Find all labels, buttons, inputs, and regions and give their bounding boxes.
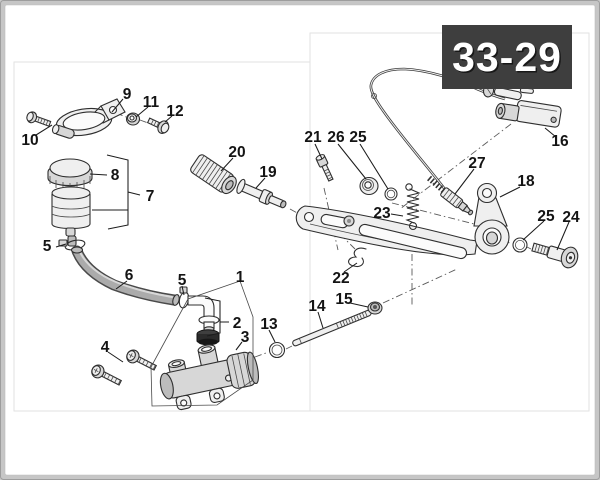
callout-9: 9 — [123, 86, 132, 103]
bracket-2 — [204, 297, 229, 337]
callout-2: 2 — [233, 315, 242, 332]
part-19-pin — [236, 178, 287, 209]
part-27-cable-adjuster — [427, 175, 474, 216]
callout-27: 27 — [468, 155, 485, 172]
part-4-bolts — [91, 349, 158, 386]
part-13-o-ring — [268, 341, 286, 359]
page-number-badge: 33-29 33-29 — [442, 25, 572, 89]
part-15-nut — [367, 301, 383, 315]
callout-13: 13 — [260, 316, 278, 333]
callout-12: 12 — [166, 103, 183, 120]
part-23-spring — [405, 183, 421, 231]
callout-8: 8 — [111, 167, 120, 184]
part-21-bolt — [315, 154, 334, 182]
callout-10: 10 — [21, 132, 38, 149]
part-16-stop-switch — [495, 100, 562, 128]
part-20-pedal-rubber — [190, 154, 237, 195]
part-2-elbow-fitting — [187, 295, 220, 346]
switch-cable — [369, 67, 506, 193]
leader-lines — [35, 98, 570, 363]
bracket-7 — [92, 154, 141, 230]
part-26-washer — [359, 176, 379, 196]
part-7-reservoir — [51, 186, 91, 247]
badge-background — [442, 25, 572, 89]
part-22-clip — [348, 247, 367, 267]
group-outline-1 — [150, 280, 254, 407]
callout-1: 1 — [236, 269, 245, 286]
part-25-o-ring-lower — [512, 237, 528, 253]
callouts: 10 9 11 12 8 7 5 6 5 1 2 3 4 13 14 15 20… — [21, 86, 580, 356]
callout-18: 18 — [517, 173, 535, 190]
callout-5b: 5 — [178, 272, 187, 289]
part-3-end-cap — [226, 351, 259, 389]
callout-24: 24 — [562, 209, 580, 226]
badge-text-shadow: 33-29 — [454, 36, 564, 82]
part-12-bolt — [146, 117, 170, 134]
callout-4: 4 — [101, 339, 110, 356]
callout-23: 23 — [373, 205, 391, 222]
badge-text: 33-29 — [452, 34, 562, 80]
part-1-master-cylinder — [159, 344, 259, 411]
part-11-washer — [125, 112, 141, 126]
part-10-bolt — [26, 111, 52, 127]
callout-25a: 25 — [349, 129, 367, 146]
part-25-o-ring-upper — [384, 187, 398, 201]
callout-19: 19 — [259, 164, 277, 181]
part-6-hose — [70, 245, 180, 306]
callout-11: 11 — [143, 94, 160, 111]
callout-6: 6 — [125, 267, 134, 284]
callout-22: 22 — [332, 270, 349, 287]
part-8-reservoir-cap — [47, 158, 93, 191]
callout-7: 7 — [146, 188, 155, 205]
callout-20: 20 — [228, 144, 245, 161]
callout-3: 3 — [241, 329, 250, 346]
part-9-reservoir-clamp — [51, 98, 126, 139]
callout-15: 15 — [335, 291, 353, 308]
callout-25b: 25 — [537, 208, 555, 225]
callout-26: 26 — [327, 129, 345, 146]
callout-16: 16 — [551, 133, 569, 150]
part-24-pivot-bolt — [531, 242, 579, 269]
callout-5a: 5 — [43, 238, 52, 255]
part-18-brake-pedal-arm — [295, 182, 510, 260]
callout-21: 21 — [304, 129, 322, 146]
callout-14: 14 — [308, 298, 326, 315]
